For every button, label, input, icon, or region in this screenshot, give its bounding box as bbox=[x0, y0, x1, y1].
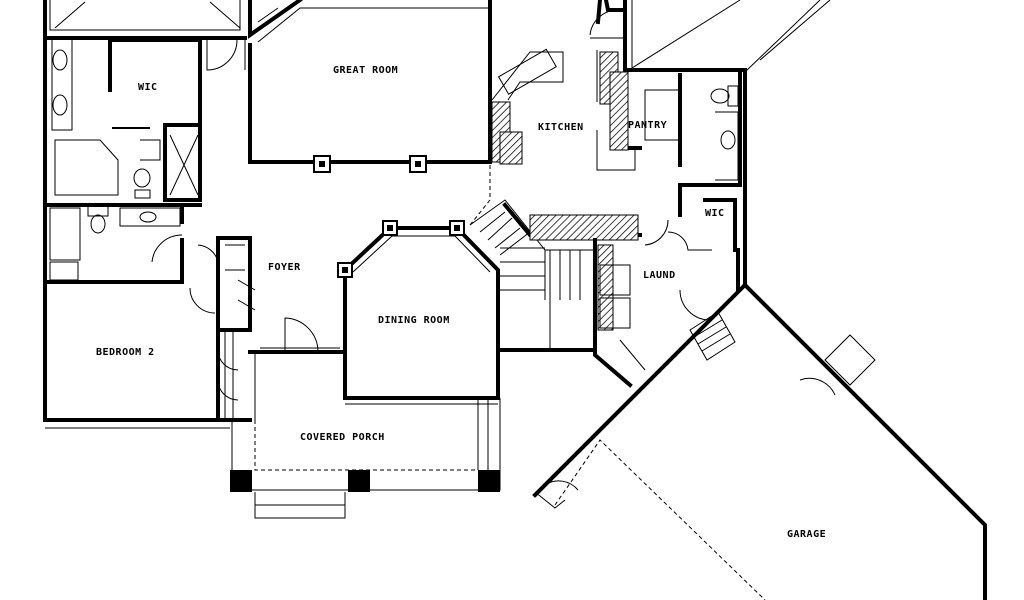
pantry bbox=[609, 68, 742, 187]
label-foyer: FOYER bbox=[268, 262, 301, 273]
master-suite bbox=[43, 0, 247, 422]
label-wic-master: WIC bbox=[138, 82, 158, 93]
label-wic-laundry: WIC bbox=[705, 208, 725, 219]
label-bedroom-2: BEDROOM 2 bbox=[96, 347, 155, 358]
wic-laundry bbox=[644, 183, 740, 292]
dining-room bbox=[337, 220, 500, 470]
bedroom-2 bbox=[43, 328, 252, 429]
label-garage: GARAGE bbox=[787, 529, 826, 540]
covered-porch bbox=[230, 352, 501, 519]
laundry bbox=[593, 238, 736, 388]
label-dining-room: DINING ROOM bbox=[378, 315, 450, 326]
garage bbox=[532, 0, 987, 600]
label-covered-porch: COVERED PORCH bbox=[300, 432, 385, 443]
label-pantry: PANTRY bbox=[628, 120, 667, 131]
label-laund: LAUND bbox=[643, 270, 676, 281]
label-great-room: GREAT ROOM bbox=[333, 65, 398, 76]
foyer-area bbox=[197, 236, 347, 354]
great-room bbox=[248, 0, 492, 226]
label-kitchen: KITCHEN bbox=[538, 122, 584, 133]
stairs bbox=[469, 199, 642, 352]
